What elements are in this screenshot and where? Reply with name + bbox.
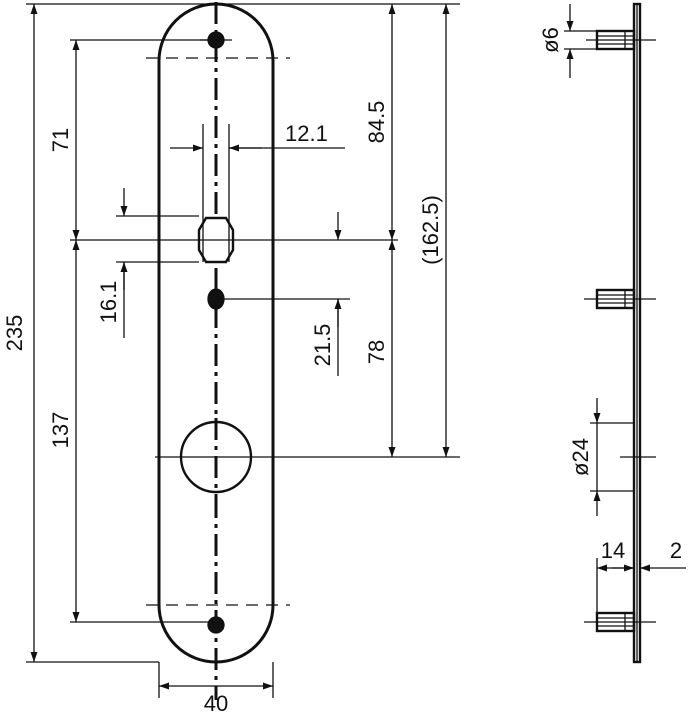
dim-plate-thickness: 2 xyxy=(670,538,682,563)
dim-upper-to-handle: 71 xyxy=(48,128,73,152)
side-view-dimensions xyxy=(564,4,686,622)
dim-screw-offset: 21.5 xyxy=(310,324,335,367)
dim-handle-offset: 16.1 xyxy=(96,281,121,324)
dim-cylinder-diameter: ø24 xyxy=(568,438,593,476)
dim-handle-to-cylinder-total: (162.5) xyxy=(418,195,443,265)
dim-overall-length: 235 xyxy=(2,315,27,352)
dim-handle-square: 12.1 xyxy=(285,121,328,146)
screw-hole-bottom xyxy=(146,604,290,634)
dimension-lines xyxy=(30,4,450,690)
dim-pin-diameter: ø6 xyxy=(538,27,563,53)
side-view xyxy=(584,2,656,664)
dim-top-to-handle: 84.5 xyxy=(364,101,389,144)
dim-width: 40 xyxy=(204,691,228,716)
dim-pin-length: 14 xyxy=(601,538,625,563)
dim-handle-to-cylinder: 78 xyxy=(364,340,389,364)
extension-lines xyxy=(26,3,460,698)
dim-handle-to-lower: 137 xyxy=(48,412,73,449)
